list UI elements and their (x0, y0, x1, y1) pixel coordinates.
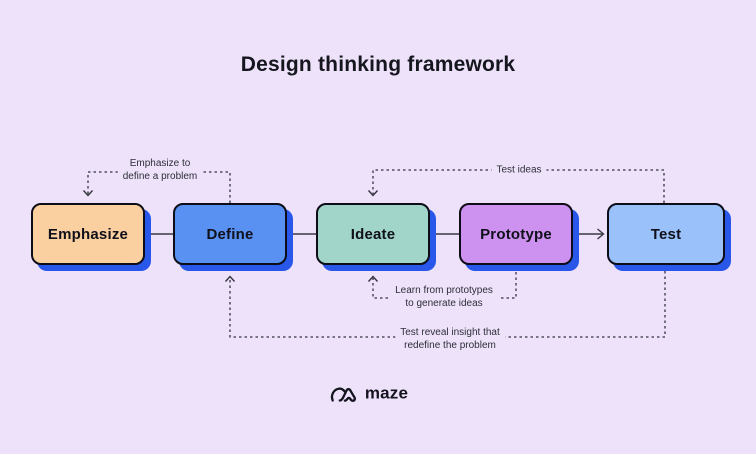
arrow-up-icon (367, 275, 379, 282)
arrow-up-icon (224, 275, 236, 282)
phase-label: Test (650, 225, 682, 243)
arrowheads (82, 190, 379, 282)
loop-test-to-define (229, 271, 666, 338)
maze-logo-label: maze (364, 383, 409, 402)
arrow-down-icon (367, 190, 379, 197)
annotation-line: define a problem (122, 171, 198, 182)
annotation-line: Test reveal insight that (400, 327, 500, 338)
maze-logo: maze (328, 382, 408, 405)
annotation-line: to generate ideas (405, 298, 483, 309)
phase-box-prototype: Prototype (459, 203, 573, 265)
annotation-define-to-emphasize: Emphasize to define a problem (117, 155, 203, 185)
loop-prototype-to-ideate (372, 272, 517, 299)
loop-define-to-emphasize (87, 171, 231, 203)
phase-box-test: Test (607, 203, 725, 265)
arrow-right-icon (597, 228, 605, 240)
phase-box-define: Define (173, 203, 287, 265)
arrow-down-icon (82, 190, 94, 197)
phase-label: Ideate (350, 225, 396, 243)
annotation-prototype-to-ideate: Learn from prototypes to generate ideas (390, 282, 498, 312)
annotation-line: redefine the problem (404, 340, 496, 351)
annotation-test-to-ideate: Test ideas (491, 161, 547, 179)
page-title: Design thinking framework (240, 53, 516, 76)
phase-box-ideate: Ideate (316, 203, 430, 265)
phase-label: Prototype (480, 225, 552, 243)
annotation-line: Learn from prototypes (395, 285, 493, 296)
phase-label: Define (206, 225, 254, 243)
annotation-test-to-define: Test reveal insight that redefine the pr… (395, 324, 505, 354)
phase-box-emphasize: Emphasize (31, 203, 145, 265)
phase-label: Emphasize (47, 225, 129, 243)
annotation-line: Emphasize to (129, 158, 191, 169)
solid-connectors (145, 228, 605, 240)
maze-logo-icon (330, 387, 356, 402)
annotation-line: Test ideas (496, 164, 542, 176)
